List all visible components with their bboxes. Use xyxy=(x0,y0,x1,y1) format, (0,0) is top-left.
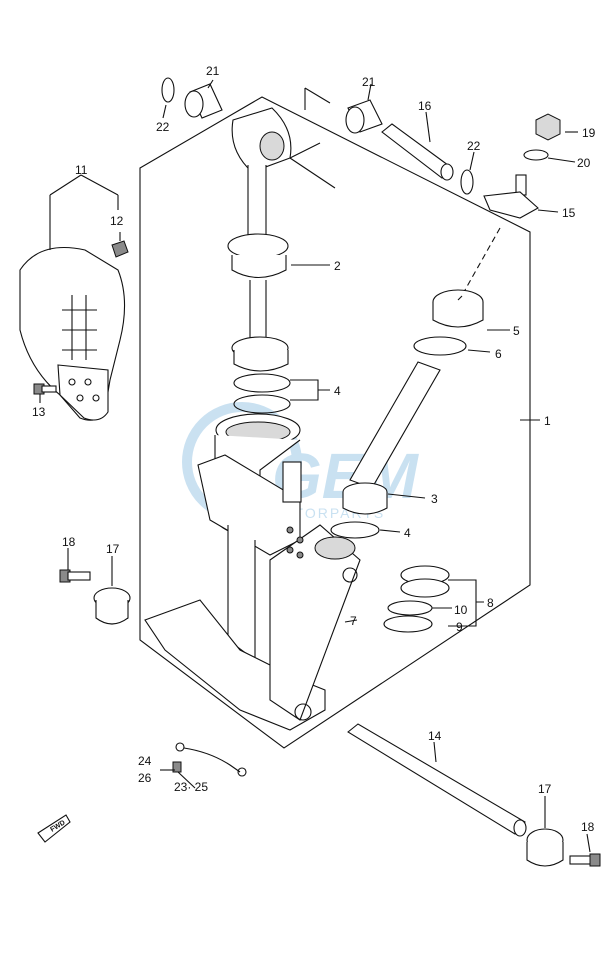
callout-13: 13 xyxy=(32,405,46,419)
part-cover xyxy=(19,246,126,421)
callout-21-right: 21 xyxy=(362,75,376,89)
part-18-bolt-left xyxy=(59,569,91,583)
part-4-oring-a xyxy=(233,373,291,393)
callout-12: 12 xyxy=(110,214,124,228)
callout-18-left: 18 xyxy=(62,535,76,549)
part-5-gland xyxy=(432,289,484,328)
part-8-assembly xyxy=(400,565,450,598)
callout-10: 10 xyxy=(454,603,468,617)
callout-23-25: 23· 25 xyxy=(174,780,208,794)
callout-6: 6 xyxy=(495,347,502,361)
part-4-oring-b xyxy=(233,394,291,414)
callout-4-lower: 4 xyxy=(404,526,411,540)
assembly-outline xyxy=(139,96,531,749)
callout-24: 24 xyxy=(138,754,152,768)
part-17-bushing-right xyxy=(526,828,564,867)
callout-9: 9 xyxy=(456,620,463,634)
callout-21-left: 21 xyxy=(206,64,220,78)
part-22-right xyxy=(460,169,474,195)
callout-26: 26 xyxy=(138,771,152,785)
callout-8: 8 xyxy=(487,596,494,610)
part-17-bushing-left xyxy=(93,587,131,625)
part-14-shaft xyxy=(347,723,527,837)
callout-20: 20 xyxy=(577,156,591,170)
part-21-right xyxy=(345,99,383,134)
part-20-washer xyxy=(523,149,549,161)
callout-17-right: 17 xyxy=(538,782,552,796)
callout-2: 2 xyxy=(334,259,341,273)
part-6-oring xyxy=(413,336,467,356)
part-3-piston xyxy=(342,361,441,515)
part-13-bolt xyxy=(33,383,57,395)
fwd-arrow-icon: FWD xyxy=(37,814,71,843)
part-7-cylinder xyxy=(144,413,361,731)
callout-18-right: 18 xyxy=(581,820,595,834)
part-22-left xyxy=(161,77,175,103)
part-ground-wire xyxy=(172,742,247,777)
callout-17-left: 17 xyxy=(106,542,120,556)
callout-22-right: 22 xyxy=(467,139,481,153)
callout-7: 7 xyxy=(350,614,357,628)
callout-14: 14 xyxy=(428,729,442,743)
leader-lines xyxy=(39,79,591,853)
part-9-ring xyxy=(383,615,433,633)
callout-15: 15 xyxy=(562,206,576,220)
part-21-left xyxy=(184,83,223,119)
callout-22-left: 22 xyxy=(156,120,170,134)
callout-16: 16 xyxy=(418,99,432,113)
callout-19: 19 xyxy=(582,126,596,140)
callout-1: 1 xyxy=(544,414,551,428)
part-4-oring-c xyxy=(330,521,380,539)
callout-11: 11 xyxy=(75,163,88,177)
callout-5: 5 xyxy=(513,324,520,338)
part-18-bolt-right xyxy=(569,853,601,867)
part-12 xyxy=(111,240,129,258)
part-19-nut xyxy=(535,113,561,141)
part-10-ring xyxy=(387,600,433,616)
callout-3: 3 xyxy=(431,492,438,506)
part-15-fitting xyxy=(483,174,539,219)
part-2-rod xyxy=(227,107,292,372)
callout-4-upper: 4 xyxy=(334,384,341,398)
part-16-shaft xyxy=(381,123,454,181)
